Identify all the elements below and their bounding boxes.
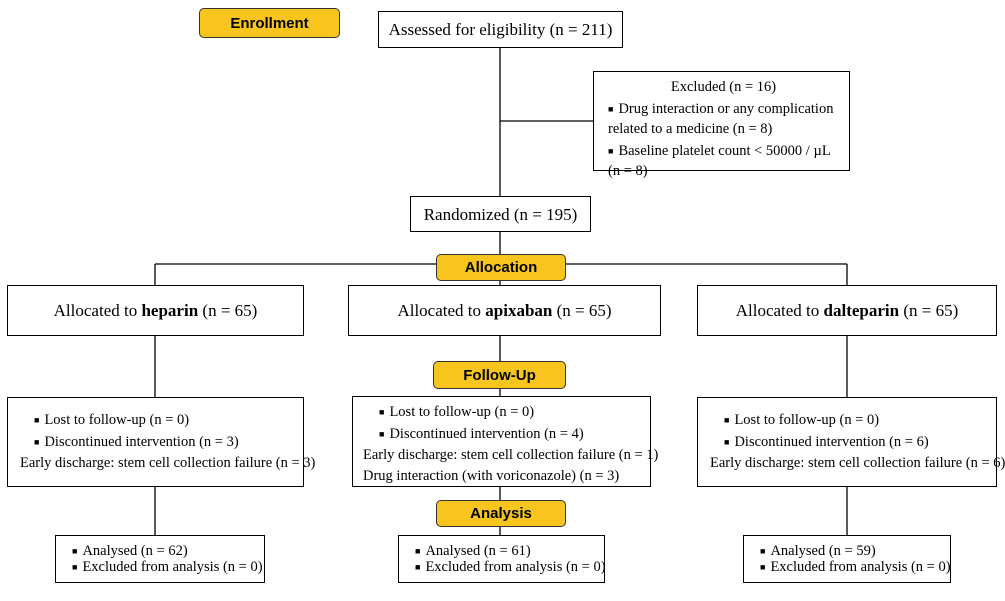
allocation-box-heparin: Allocated to heparin (n = 65) xyxy=(7,285,304,336)
excluded-reason-platelet-count: Baseline platelet count < 50000 / µL (n … xyxy=(608,142,839,181)
analysis-dalteparin-excluded: Excluded from analysis (n = 0) xyxy=(760,560,950,576)
followup-heparin-early-discharge: Early discharge: stem cell collection fa… xyxy=(20,455,316,471)
followup-apixaban-early-discharge: Early discharge: stem cell collection fa… xyxy=(363,447,659,463)
allocation-apixaban-text: Allocated to apixaban (n = 65) xyxy=(397,301,611,320)
stage-label-follow-up: Follow-Up xyxy=(433,361,566,389)
allocation-apixaban-prefix: Allocated to xyxy=(397,301,486,320)
followup-box-dalteparin: Lost to follow-up (n = 0) Discontinued i… xyxy=(697,397,1005,487)
excluded-reason1-line1: Drug interaction or any complication xyxy=(608,100,839,120)
assessed-box: Assessed for eligibility (n = 211) xyxy=(378,11,623,48)
analysis-heparin-excluded: Excluded from analysis (n = 0) xyxy=(72,560,264,576)
allocation-heparin-suffix: (n = 65) xyxy=(198,301,258,320)
analysis-apixaban-excluded: Excluded from analysis (n = 0) xyxy=(415,560,605,576)
excluded-reason1-line2: related to a medicine (n = 8) xyxy=(608,121,773,137)
randomized-text: Randomized (n = 195) xyxy=(423,204,578,224)
analysis-heparin-analysed: Analysed (n = 62) xyxy=(72,544,264,560)
followup-apixaban-discontinued: Discontinued intervention (n = 4) xyxy=(361,424,642,446)
excluded-box: Excluded (n = 16) Drug interaction or an… xyxy=(593,71,850,179)
allocation-dalteparin-suffix: (n = 65) xyxy=(899,301,959,320)
followup-dalteparin-lost: Lost to follow-up (n = 0) xyxy=(706,410,988,432)
analysis-box-apixaban: Analysed (n = 61) Excluded from analysis… xyxy=(398,535,606,583)
analysis-apixaban-analysed: Analysed (n = 61) xyxy=(415,544,604,560)
excluded-reason-drug-interaction: Drug interaction or any complication rel… xyxy=(608,100,839,139)
followup-dalteparin-discontinued: Discontinued intervention (n = 6) xyxy=(706,432,988,454)
allocation-dalteparin-text: Allocated to dalteparin (n = 65) xyxy=(736,301,959,320)
stage-label-analysis: Analysis xyxy=(436,500,566,527)
allocation-heparin-drug: heparin xyxy=(141,301,199,320)
allocation-heparin-prefix: Allocated to xyxy=(53,301,142,320)
allocation-apixaban-suffix: (n = 65) xyxy=(552,301,612,320)
excluded-reason2-line1: Baseline platelet count < 50000 / µL xyxy=(608,142,839,162)
allocation-dalteparin-drug: dalteparin xyxy=(823,301,900,320)
allocation-dalteparin-prefix: Allocated to xyxy=(735,301,824,320)
randomized-box: Randomized (n = 195) xyxy=(410,196,591,232)
followup-box-heparin: Lost to follow-up (n = 0) Discontinued i… xyxy=(7,397,316,487)
followup-dalteparin-early-discharge: Early discharge: stem cell collection fa… xyxy=(710,455,1005,471)
analysis-box-heparin: Analysed (n = 62) Excluded from analysis… xyxy=(55,535,265,583)
stage-label-allocation: Allocation xyxy=(436,254,566,281)
allocation-heparin-text: Allocated to heparin (n = 65) xyxy=(54,301,258,320)
analysis-box-dalteparin: Analysed (n = 59) Excluded from analysis… xyxy=(743,535,951,583)
followup-apixaban-drug-interaction: Drug interaction (with voriconazole) (n … xyxy=(363,467,620,484)
allocation-box-dalteparin: Allocated to dalteparin (n = 65) xyxy=(697,285,997,336)
allocation-apixaban-drug: apixaban xyxy=(485,301,553,320)
followup-heparin-discontinued: Discontinued intervention (n = 3) xyxy=(16,432,295,454)
followup-apixaban-lost: Lost to follow-up (n = 0) xyxy=(361,402,642,424)
analysis-dalteparin-analysed: Analysed (n = 59) xyxy=(760,544,950,560)
assessed-text: Assessed for eligibility (n = 211) xyxy=(388,20,613,39)
allocation-box-apixaban: Allocated to apixaban (n = 65) xyxy=(348,285,661,336)
followup-heparin-lost: Lost to follow-up (n = 0) xyxy=(16,410,295,432)
followup-box-apixaban: Lost to follow-up (n = 0) Discontinued i… xyxy=(352,396,659,487)
excluded-title: Excluded (n = 16) xyxy=(670,79,777,95)
stage-label-enrollment: Enrollment xyxy=(199,8,340,38)
excluded-reason2-line2: (n = 8) xyxy=(608,163,648,179)
